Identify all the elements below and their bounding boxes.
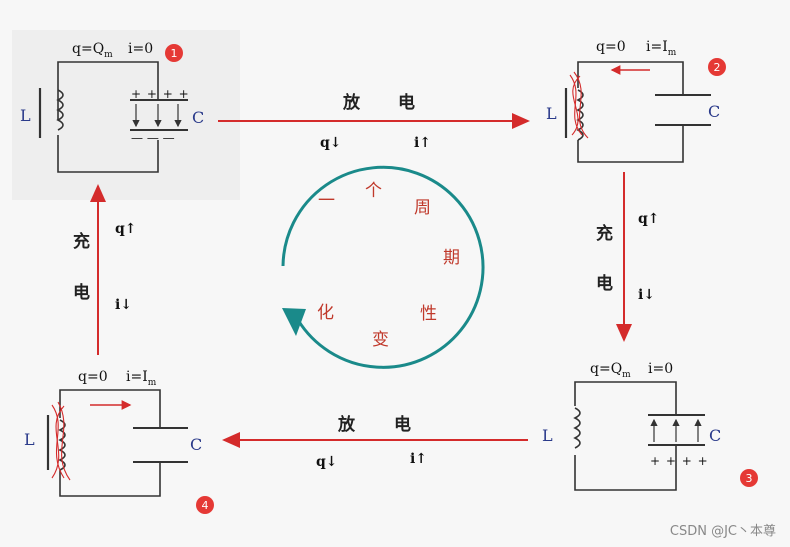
circuit-4 bbox=[46, 389, 188, 497]
c3-i-label: i=0 bbox=[648, 361, 674, 377]
c3-q-label: q=Qm bbox=[590, 361, 631, 380]
c2-q-label: q=0 bbox=[596, 39, 626, 55]
bottom-i: i↑ bbox=[410, 451, 428, 467]
cycle-char-6: 化 bbox=[317, 303, 334, 323]
c2-i-label: i=Im bbox=[646, 39, 677, 58]
left-q: q↑ bbox=[115, 221, 137, 237]
circuit-3 bbox=[573, 381, 705, 491]
right-q: q↑ bbox=[638, 211, 660, 227]
c3-C: C bbox=[709, 426, 722, 445]
c4-q-label: q=0 bbox=[78, 369, 108, 385]
c1-L: L bbox=[20, 106, 31, 125]
right-label-2: 电 bbox=[596, 274, 613, 294]
cycle-char-0: 一 bbox=[318, 191, 335, 211]
c2-C: C bbox=[708, 102, 721, 121]
c1-minus: — — — bbox=[131, 131, 175, 145]
c1-plus: + + + + bbox=[131, 87, 190, 101]
circuit-4-field-lines bbox=[51, 401, 71, 481]
cycle-char-1: 个 bbox=[365, 181, 382, 201]
bottom-q: q↓ bbox=[316, 454, 338, 470]
bottom-label-2: 电 bbox=[394, 415, 411, 435]
badge-3: 3 bbox=[740, 469, 758, 487]
left-label-1: 充 bbox=[73, 232, 90, 252]
watermark: CSDN @JC丶本尊 bbox=[669, 524, 776, 539]
top-q: q↓ bbox=[320, 135, 342, 151]
badge-2: 2 bbox=[708, 58, 726, 76]
cycle-char-3: 期 bbox=[443, 248, 460, 268]
c4-C: C bbox=[190, 435, 203, 454]
cycle-char-4: 性 bbox=[420, 304, 437, 324]
c3-plus: + + + + bbox=[650, 454, 709, 468]
right-i: i↓ bbox=[638, 287, 656, 303]
cycle-char-2: 周 bbox=[414, 198, 431, 218]
bottom-label-1: 放 bbox=[338, 415, 355, 435]
circuit-2 bbox=[564, 61, 711, 163]
circuit-1 bbox=[38, 61, 188, 173]
c1-C: C bbox=[192, 108, 205, 127]
circuit-1-panel bbox=[12, 30, 240, 200]
left-i: i↓ bbox=[115, 297, 133, 313]
top-label-1: 放 bbox=[343, 93, 360, 113]
right-label-1: 充 bbox=[596, 224, 613, 244]
top-label-2: 电 bbox=[398, 93, 415, 113]
badge-1: 1 bbox=[165, 44, 183, 62]
circuit-2-field-lines bbox=[569, 71, 589, 139]
c4-i-label: i=Im bbox=[126, 369, 157, 388]
top-i: i↑ bbox=[414, 135, 432, 151]
cycle-arrowhead bbox=[282, 308, 306, 336]
cycle-char-5: 变 bbox=[372, 330, 389, 350]
c2-L: L bbox=[546, 104, 557, 123]
left-label-2: 电 bbox=[73, 283, 90, 303]
c1-i-label: i=0 bbox=[128, 41, 154, 57]
c4-L: L bbox=[24, 430, 35, 449]
c1-q-label: q=Qm bbox=[72, 41, 113, 60]
c3-L: L bbox=[542, 426, 553, 445]
badge-4: 4 bbox=[196, 496, 214, 514]
cycle-arc bbox=[281, 165, 485, 369]
